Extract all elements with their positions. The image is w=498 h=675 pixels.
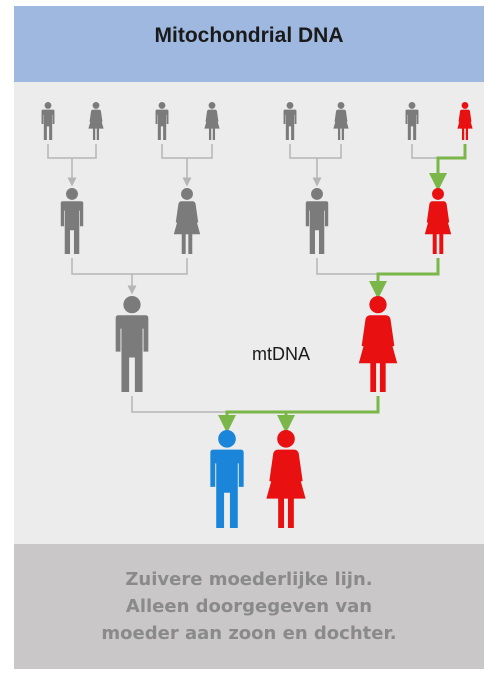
connector-pair-1 (47, 144, 97, 159)
connector-pair-4-male (411, 144, 438, 159)
male-figure-g1-m3 (283, 102, 297, 140)
male-figure-g1-m1 (41, 102, 55, 140)
infographic-card: Mitochondrial DNA mtDNA Zuivere moederli… (14, 6, 484, 669)
female-figure-g2-f1 (173, 188, 201, 254)
lineage-line-1 (429, 144, 467, 191)
male-figure-g3-m (115, 296, 149, 392)
connector-lines (47, 144, 467, 433)
family-tree-diagram: mtDNA (14, 82, 484, 544)
lineage-line-3 (218, 396, 380, 433)
female-figure-g1-f1 (88, 102, 104, 140)
male-figure-g2-m2 (305, 188, 329, 254)
mtdna-label: mtDNA (252, 344, 310, 364)
connector-pair-2 (161, 144, 213, 159)
female-figure-g2-f2 (424, 188, 452, 254)
connector-pair-7-male (131, 396, 227, 413)
people-figures (41, 102, 473, 528)
female-figure-g3-f (358, 296, 398, 392)
female-figure-g1-f2 (204, 102, 220, 140)
male-figure-g2-m1 (60, 188, 84, 254)
family-tree-svg: mtDNA (41, 102, 473, 528)
connector-pair-6-male (316, 258, 378, 275)
lineage-line-2 (369, 258, 440, 299)
connector-pair-3 (289, 144, 342, 159)
title-bar: Mitochondrial DNA (14, 6, 484, 82)
male-figure-g1-m2 (155, 102, 169, 140)
male-figure-g4-son (210, 430, 244, 528)
connector-pair-5 (71, 258, 188, 275)
caption-line-2: Alleen doorgegeven van (125, 596, 373, 617)
female-figure-g1-f4 (457, 102, 473, 140)
caption-line-3: moeder aan zoon en dochter. (101, 623, 397, 644)
female-figure-g1-f3 (333, 102, 349, 140)
female-figure-g4-daughter (266, 430, 306, 528)
footer-caption: Zuivere moederlijke lijn. Alleen doorgeg… (14, 544, 484, 669)
diagram-title: Mitochondrial DNA (154, 24, 344, 47)
male-figure-g1-m4 (405, 102, 419, 140)
caption-line-1: Zuivere moederlijke lijn. (125, 569, 373, 590)
